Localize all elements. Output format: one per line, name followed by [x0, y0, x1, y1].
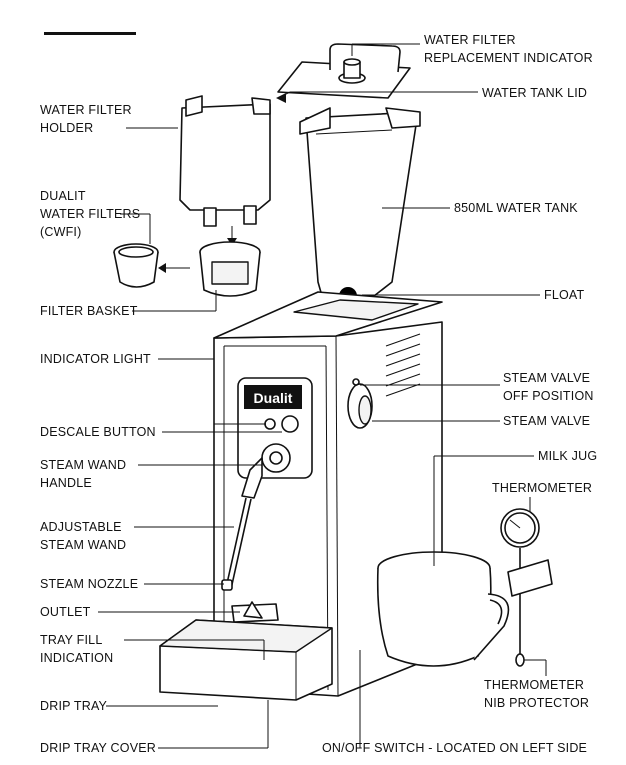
label-tray-fill-indication: TRAY FILL INDICATION [40, 633, 114, 665]
milk-jug [376, 551, 510, 667]
label-thermometer: THERMOMETER [492, 481, 593, 495]
label-float: FLOAT [544, 288, 585, 302]
label-water-filter-indicator: WATER FILTER REPLACEMENT INDICATOR [424, 33, 593, 65]
label-adjustable-steam-wand: ADJUSTABLE STEAM WAND [40, 520, 127, 552]
leader-lines [98, 43, 547, 749]
label-descale-button: DESCALE BUTTON [40, 425, 156, 439]
thermometer [500, 508, 553, 667]
dualit-water-filter [113, 243, 159, 288]
header-fragment [44, 32, 136, 35]
dualit-logo: Dualit [253, 390, 293, 406]
label-steam-valve-off: STEAM VALVE OFF POSITION [503, 371, 594, 403]
water-filter-holder [179, 95, 271, 246]
label-water-filter-holder: WATER FILTER HOLDER [40, 103, 132, 135]
label-water-tank-lid: WATER TANK LID [482, 86, 588, 100]
water-tank-lid [277, 43, 411, 99]
label-steam-wand-handle: STEAM WAND HANDLE [40, 458, 127, 490]
label-drip-tray-cover: DRIP TRAY COVER [40, 741, 156, 755]
label-dualit-water-filters: DUALIT WATER FILTERS (CWFI) [40, 189, 141, 239]
steam-valve [347, 378, 373, 429]
label-850ml-water-tank: 850ML WATER TANK [454, 201, 578, 215]
label-on-off-switch: ON/OFF SWITCH - LOCATED ON LEFT SIDE [322, 741, 588, 755]
label-steam-nozzle: STEAM NOZZLE [40, 577, 139, 591]
label-indicator-light: INDICATOR LIGHT [40, 352, 151, 366]
water-tank [299, 107, 421, 322]
label-drip-tray: DRIP TRAY [40, 699, 108, 713]
steam-wand [221, 457, 263, 591]
label-milk-jug: MILK JUG [538, 449, 598, 463]
label-outlet: OUTLET [40, 605, 91, 619]
label-filter-basket: FILTER BASKET [40, 304, 138, 318]
label-thermometer-nib-protector: THERMOMETER NIB PROTECTOR [484, 678, 590, 710]
filter-basket [199, 241, 261, 297]
label-steam-valve: STEAM VALVE [503, 414, 591, 428]
